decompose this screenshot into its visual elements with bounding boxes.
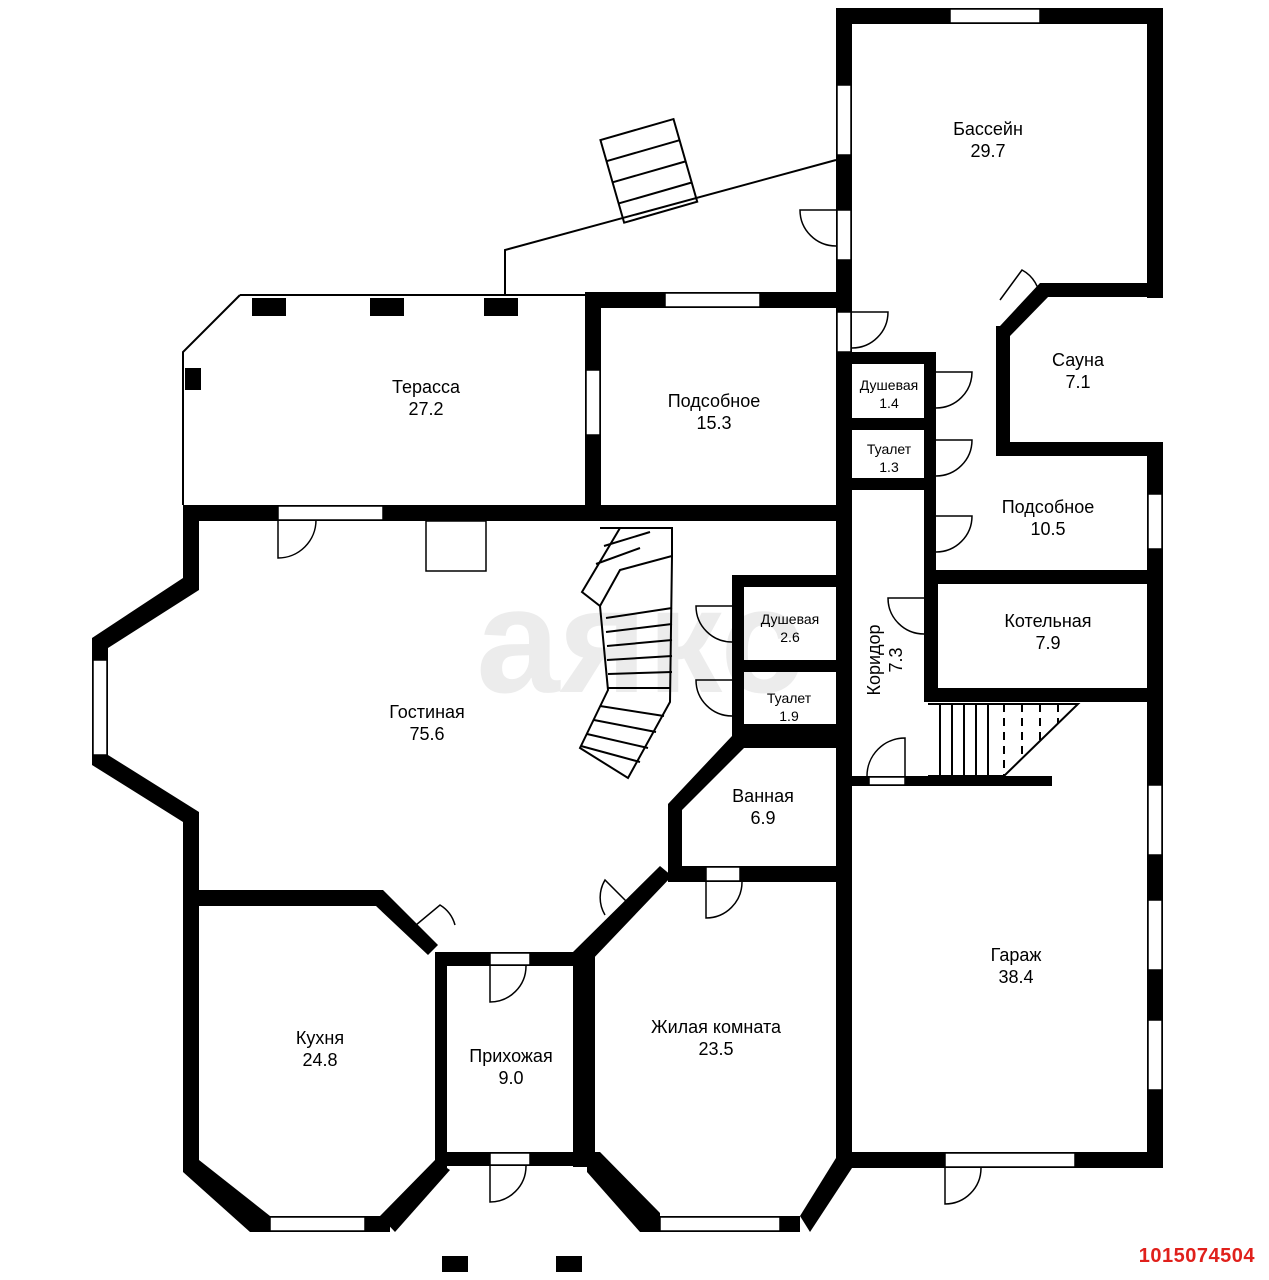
room-area: 27.2 — [408, 399, 443, 419]
room-toilet-2: Туалет 1.9 — [767, 690, 812, 724]
room-area: 23.5 — [698, 1039, 733, 1059]
room-name: Душевая — [761, 611, 819, 627]
room-name: Туалет — [867, 441, 912, 457]
room-bath: Ванная 6.9 — [732, 786, 794, 828]
room-utility-10: Подсобное 10.5 — [1002, 497, 1095, 539]
room-area: 2.6 — [780, 629, 800, 645]
room-name: Сауна — [1052, 350, 1105, 370]
room-utility-15: Подсобное 15.3 — [668, 391, 761, 433]
room-area: 1.3 — [879, 459, 899, 475]
room-area: 7.3 — [886, 647, 906, 672]
room-hall: Прихожая 9.0 — [469, 1046, 552, 1088]
room-garage: Гараж 38.4 — [991, 945, 1042, 987]
room-name: Подсобное — [1002, 497, 1095, 517]
thin-outlines — [182, 117, 837, 505]
room-name: Бассейн — [953, 119, 1023, 139]
room-area: 15.3 — [696, 413, 731, 433]
room-name: Жилая комната — [651, 1017, 782, 1037]
room-toilet-1: Туалет 1.3 — [867, 441, 912, 475]
room-area: 7.9 — [1035, 633, 1060, 653]
room-corridor: Коридор 7.3 — [864, 624, 906, 695]
room-bedroom: Жилая комната 23.5 — [651, 1017, 782, 1059]
windows — [92, 8, 1163, 1232]
room-name: Подсобное — [668, 391, 761, 411]
room-name: Гостиная — [389, 702, 465, 722]
room-sauna: Сауна 7.1 — [1052, 350, 1105, 392]
room-area: 10.5 — [1030, 519, 1065, 539]
room-area: 6.9 — [750, 808, 775, 828]
room-name: Котельная — [1004, 611, 1091, 631]
stairs-main — [578, 527, 673, 780]
stairs-corridor — [928, 703, 1081, 777]
room-area: 29.7 — [970, 141, 1005, 161]
room-kitchen: Кухня 24.8 — [296, 1028, 344, 1070]
room-area: 9.0 — [498, 1068, 523, 1088]
room-area: 7.1 — [1065, 372, 1090, 392]
room-name: Душевая — [860, 377, 918, 393]
room-shower-2: Душевая 2.6 — [761, 611, 819, 645]
room-area: 1.9 — [779, 708, 799, 724]
room-pool: Бассейн 29.7 — [953, 119, 1023, 161]
room-name: Терасса — [392, 377, 461, 397]
room-shower-1: Душевая 1.4 — [860, 377, 918, 411]
room-boiler: Котельная 7.9 — [1004, 611, 1091, 653]
doors — [277, 209, 1041, 1205]
room-area: 75.6 — [409, 724, 444, 744]
room-area: 38.4 — [998, 967, 1033, 987]
room-name: Прихожая — [469, 1046, 552, 1066]
room-area: 24.8 — [302, 1050, 337, 1070]
room-name: Коридор — [864, 624, 884, 695]
listing-id: 1015074504 — [1138, 1245, 1255, 1267]
room-name: Гараж — [991, 945, 1042, 965]
room-name: Кухня — [296, 1028, 344, 1048]
room-living: Гостиная 75.6 — [389, 702, 465, 744]
room-area: 1.4 — [879, 395, 899, 411]
room-name: Ванная — [732, 786, 794, 806]
room-name: Туалет — [767, 690, 812, 706]
room-terrace: Терасса 27.2 — [392, 377, 461, 419]
